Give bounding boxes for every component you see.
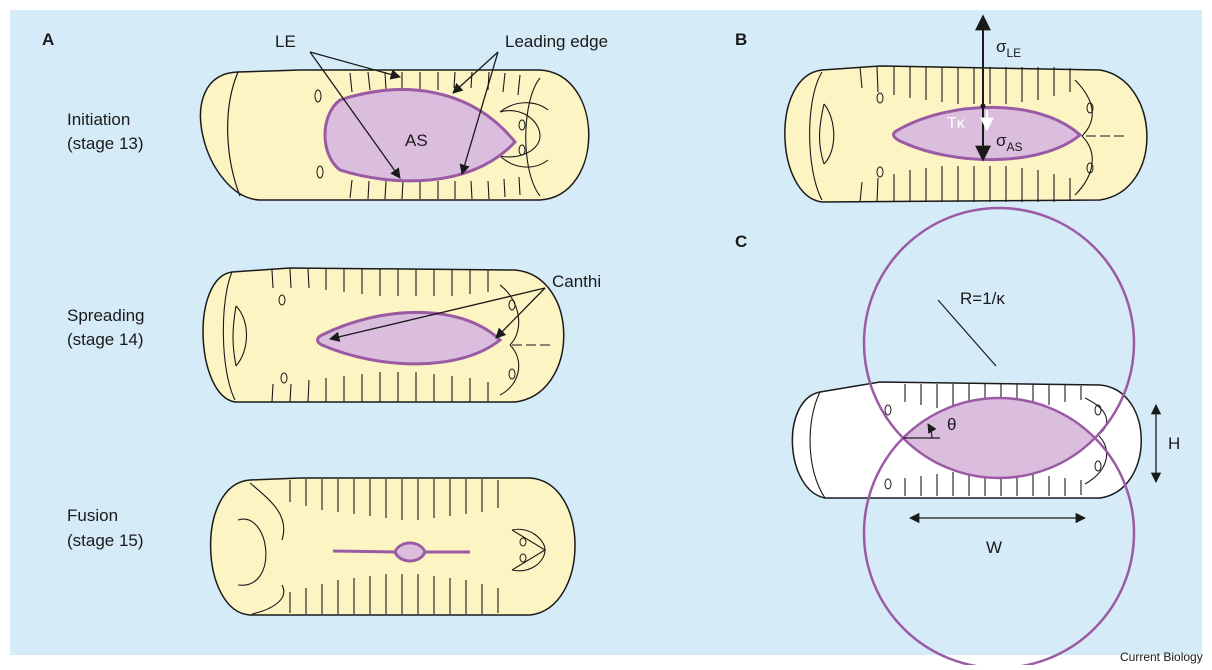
embryo-fusion	[211, 478, 575, 615]
stage-fusion-number: (stage 15)	[67, 531, 144, 550]
radius-label: R=1/κ	[960, 289, 1005, 308]
panel-a-label: A	[42, 30, 54, 49]
force-point	[981, 104, 986, 109]
stage-spreading-name: Spreading	[67, 306, 145, 325]
panel-c-label: C	[735, 232, 747, 251]
stage-initiation-number: (stage 13)	[67, 134, 144, 153]
width-label: W	[986, 538, 1002, 557]
tension-label: Tκ	[947, 115, 966, 132]
embryo-spreading	[203, 268, 564, 402]
height-label: H	[1168, 434, 1180, 453]
credit-label: Current Biology	[1120, 650, 1203, 664]
stage-initiation-name: Initiation	[67, 110, 130, 129]
stage-spreading-number: (stage 14)	[67, 330, 144, 349]
embryo-initiation: AS	[201, 70, 589, 200]
as-label: AS	[405, 131, 428, 150]
stage-fusion-name: Fusion	[67, 506, 118, 525]
angle-label: θ	[947, 415, 956, 434]
canthi-label: Canthi	[552, 272, 601, 291]
leading-edge-label: Leading edge	[505, 32, 608, 51]
le-label: LE	[275, 32, 296, 51]
panel-b-label: B	[735, 30, 747, 49]
